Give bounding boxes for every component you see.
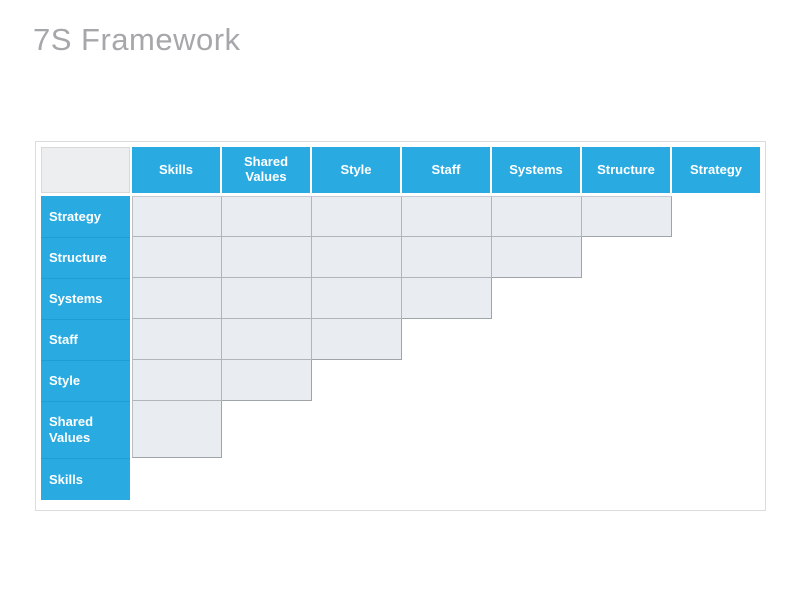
matrix-cell	[402, 278, 492, 319]
column-header-staff: Staff	[402, 147, 490, 193]
matrix-row-shared-values: Shared Values	[41, 401, 760, 458]
matrix-row-staff: Staff	[41, 319, 760, 360]
row-header-style: Style	[41, 360, 130, 401]
corner-cell	[41, 147, 130, 193]
matrix-cell	[312, 319, 402, 360]
matrix-cell	[222, 196, 312, 237]
column-header-strategy: Strategy	[672, 147, 760, 193]
row-header-shared-values: Shared Values	[41, 401, 130, 458]
matrix-cell	[222, 360, 312, 401]
column-header-systems: Systems	[492, 147, 580, 193]
row-header-systems: Systems	[41, 278, 130, 319]
column-header-shared-values: Shared Values	[222, 147, 310, 193]
matrix-row-systems: Systems	[41, 278, 760, 319]
matrix-cell	[492, 237, 582, 278]
matrix-cell	[132, 360, 222, 401]
matrix-cell	[312, 278, 402, 319]
matrix-cell	[492, 196, 582, 237]
row-header-skills: Skills	[41, 458, 130, 500]
page-title: 7S Framework	[33, 22, 241, 57]
matrix-cell	[132, 196, 222, 237]
column-header-structure: Structure	[582, 147, 670, 193]
matrix-cell	[132, 278, 222, 319]
matrix-row-skills: Skills	[41, 458, 760, 500]
row-header-staff: Staff	[41, 319, 130, 360]
matrix-cell	[132, 237, 222, 278]
matrix-row-strategy: Strategy	[41, 196, 760, 237]
matrix-cell	[312, 196, 402, 237]
matrix-cell	[582, 196, 672, 237]
row-header-structure: Structure	[41, 237, 130, 278]
matrix-row-style: Style	[41, 360, 760, 401]
column-header-skills: Skills	[132, 147, 220, 193]
matrix-cell	[132, 401, 222, 458]
matrix-cell	[222, 319, 312, 360]
matrix-cell	[402, 196, 492, 237]
matrix-cell	[312, 237, 402, 278]
row-header-strategy: Strategy	[41, 196, 130, 237]
column-header-row: Skills Shared Values Style Staff Systems…	[41, 147, 760, 193]
column-header-style: Style	[312, 147, 400, 193]
matrix-cell	[222, 237, 312, 278]
matrix-cell	[222, 278, 312, 319]
matrix-frame: Skills Shared Values Style Staff Systems…	[35, 141, 766, 511]
matrix-cell	[402, 237, 492, 278]
matrix-row-structure: Structure	[41, 237, 760, 278]
matrix-cell	[132, 319, 222, 360]
